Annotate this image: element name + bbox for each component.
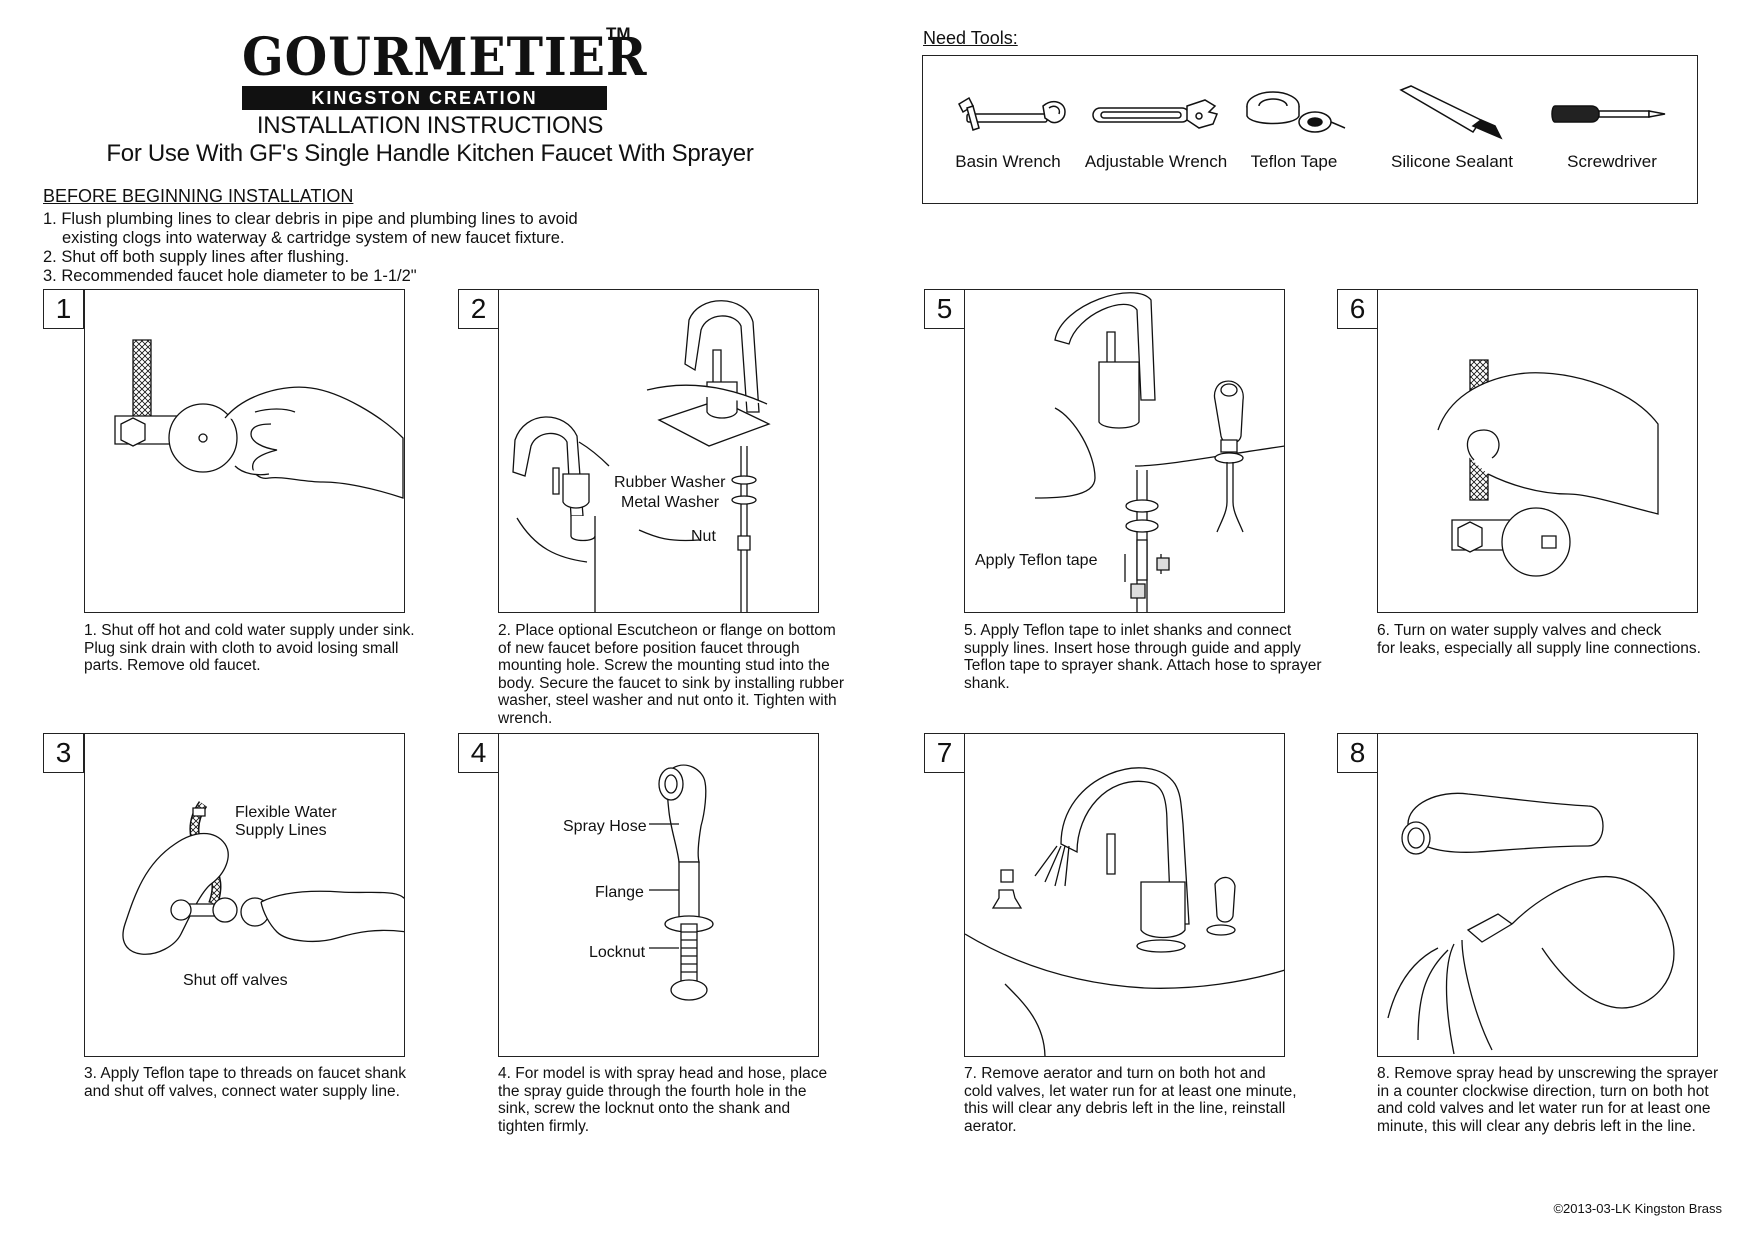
tool-label: Screwdriver (1567, 152, 1657, 171)
step-7-illustration (964, 733, 1285, 1057)
label-flange: Flange (595, 884, 644, 901)
caption-line: washer, steel washer and nut onto it. Ti… (498, 692, 837, 710)
tool-label: Silicone Sealant (1391, 152, 1513, 171)
caption-line: 5. Apply Teflon tape to inlet shanks and… (964, 622, 1292, 639)
caption-line: 8. Remove spray head by unscrewing the s… (1377, 1065, 1719, 1082)
tool-basin-wrench: Basin Wrench (923, 56, 1093, 205)
teflon-tape-icon (1239, 82, 1349, 142)
step-6-illustration (1377, 289, 1698, 613)
brand-subtitle-bar: KINGSTON CREATION (242, 86, 607, 110)
tool-label: Adjustable Wrench (1084, 152, 1228, 171)
label-rubber-washer: Rubber Washer (614, 474, 726, 491)
before-item: existing clogs into waterway & cartridge… (62, 229, 565, 247)
tool-teflon-tape: Teflon Tape (1219, 56, 1369, 205)
caption-line: Plug sink drain with cloth to avoid losi… (84, 639, 399, 657)
caption-line: aerator. (964, 1117, 1017, 1135)
label-spray-hose: Spray Hose (563, 818, 647, 835)
label-nut: Nut (691, 528, 716, 545)
step-2-illustration: Rubber Washer Metal Washer Nut (498, 289, 819, 613)
caption-line: minute, this will clear any debris left … (1377, 1117, 1696, 1135)
step-1-number: 1 (43, 289, 84, 329)
caption-line: 2. Place optional Escutcheon or flange o… (498, 622, 836, 639)
caption-line: shank. (964, 674, 1010, 692)
document-subtitle: For Use With GF's Single Handle Kitchen … (106, 140, 754, 167)
step-3-number: 3 (43, 733, 84, 773)
caption-line: cold valves, let water run for at least … (964, 1082, 1297, 1100)
before-item: 3. Recommended faucet hole diameter to b… (43, 267, 417, 285)
caption-line: 1. Shut off hot and cold water supply un… (84, 622, 415, 639)
step-5-number: 5 (924, 289, 965, 329)
step-5-caption: 5. Apply Teflon tape to inlet shanks and… (964, 622, 1334, 692)
step-1-caption: 1. Shut off hot and cold water supply un… (84, 622, 454, 675)
step-2-number: 2 (458, 289, 499, 329)
step-4-illustration: Spray Hose Flange Locknut (498, 733, 819, 1057)
caption-line: and cold valves and let water run for at… (1377, 1100, 1711, 1118)
silicone-sealant-icon (1397, 84, 1507, 140)
caption-line: sink, screw the locknut onto the shank a… (498, 1100, 791, 1118)
tool-screwdriver: Screwdriver (1527, 56, 1697, 205)
label-flexible-water: Flexible Water (235, 804, 337, 821)
caption-line: for leaks, especially all supply line co… (1377, 639, 1701, 657)
step-6-number: 6 (1337, 289, 1378, 329)
caption-line: 3. Apply Teflon tape to threads on fauce… (84, 1065, 406, 1082)
caption-line: 7. Remove aerator and turn on both hot a… (964, 1065, 1266, 1082)
tools-panel: Basin Wrench Adjustable Wrench Teflo (922, 55, 1698, 204)
before-item: 2. Shut off both supply lines after flus… (43, 248, 350, 266)
caption-line: body. Secure the faucet to sink by insta… (498, 674, 845, 692)
before-item: 1. Flush plumbing lines to clear debris … (43, 210, 578, 228)
caption-line: parts. Remove old faucet. (84, 657, 261, 675)
need-tools-label: Need Tools: (923, 28, 1018, 48)
adjustable-wrench-icon (1087, 96, 1227, 136)
step-7-caption: 7. Remove aerator and turn on both hot a… (964, 1065, 1334, 1135)
step-4-number: 4 (458, 733, 499, 773)
caption-line: mounting hole. Screw the mounting stud i… (498, 657, 830, 675)
caption-line: this will clear any debris left in the l… (964, 1100, 1286, 1118)
trademark-symbol: TM (606, 24, 631, 43)
tool-adjustable-wrench: Adjustable Wrench (1071, 56, 1241, 205)
label-supply-lines: Supply Lines (235, 822, 327, 839)
step-8-number: 8 (1337, 733, 1378, 773)
step-5-illustration: Apply Teflon tape (964, 289, 1285, 613)
step-7-number: 7 (924, 733, 965, 773)
caption-line: wrench. (498, 709, 553, 727)
step-3-illustration: Flexible Water Supply Lines Shut off val… (84, 733, 405, 1057)
caption-line: in a counter clockwise direction, turn o… (1377, 1082, 1709, 1100)
label-apply-teflon: Apply Teflon tape (975, 552, 1098, 569)
tool-label: Basin Wrench (955, 152, 1061, 171)
step-1-illustration (84, 289, 405, 613)
brand-logo-text: GOURMETIER (242, 27, 648, 88)
screwdriver-icon (1549, 96, 1669, 136)
step-3-caption: 3. Apply Teflon tape to threads on fauce… (84, 1065, 454, 1100)
step-4-caption: 4. For model is with spray head and hose… (498, 1065, 868, 1135)
document-title: INSTALLATION INSTRUCTIONS (256, 112, 604, 139)
basin-wrench-icon (951, 92, 1071, 142)
caption-line: and shut off valves, connect water suppl… (84, 1082, 400, 1100)
label-shut-off-valves: Shut off valves (183, 972, 288, 989)
caption-line: tighten firmly. (498, 1117, 590, 1135)
caption-line: of new faucet before position faucet thr… (498, 639, 800, 657)
label-locknut: Locknut (589, 944, 646, 961)
step-2-caption: 2. Place optional Escutcheon or flange o… (498, 622, 868, 728)
tool-label: Teflon Tape (1250, 152, 1338, 171)
caption-line: Teflon tape to sprayer shank. Attach hos… (964, 657, 1322, 675)
before-installation-heading: BEFORE BEGINNING INSTALLATION (43, 186, 354, 206)
tool-silicone-sealant: Silicone Sealant (1351, 56, 1551, 205)
step-8-caption: 8. Remove spray head by unscrewing the s… (1377, 1065, 1747, 1135)
caption-line: 6. Turn on water supply valves and check (1377, 622, 1662, 639)
caption-line: supply lines. Insert hose through guide … (964, 639, 1301, 657)
label-metal-washer: Metal Washer (621, 494, 720, 511)
step-6-caption: 6. Turn on water supply valves and check… (1377, 622, 1747, 657)
step-8-illustration (1377, 733, 1698, 1057)
copyright-footer: ©2013-03-LK Kingston Brass (1553, 1201, 1722, 1216)
caption-line: 4. For model is with spray head and hose… (498, 1065, 828, 1082)
caption-line: the spray guide through the fourth hole … (498, 1082, 807, 1100)
